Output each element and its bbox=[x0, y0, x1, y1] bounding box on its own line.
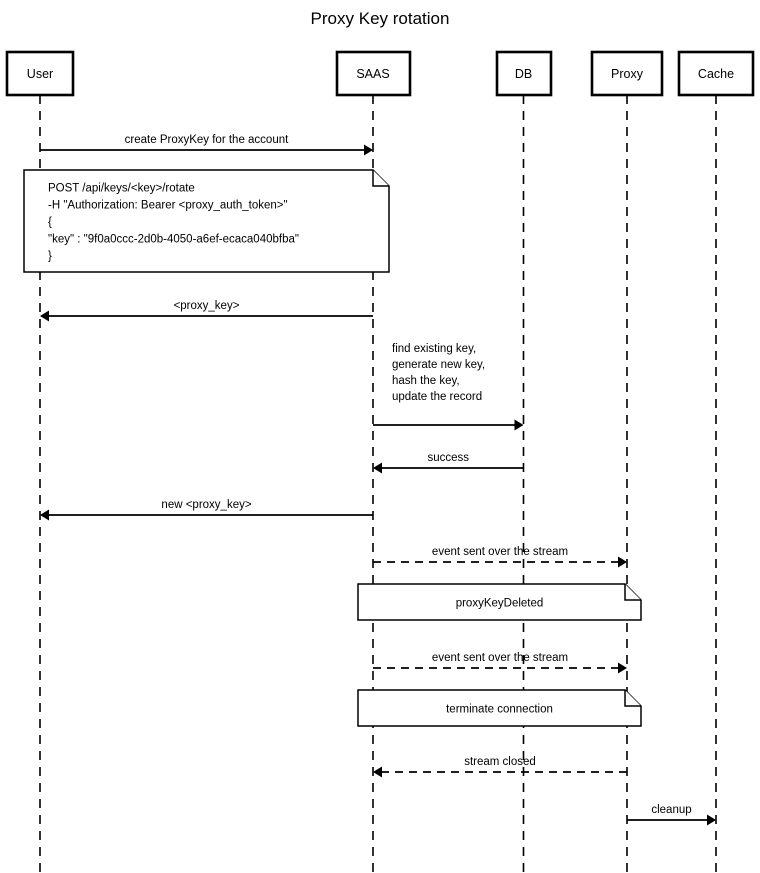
note-note-request: POST /api/keys/<key>/rotate -H "Authoriza… bbox=[23, 169, 390, 273]
message-m3[interactable] bbox=[373, 419, 524, 431]
page-title: Proxy Key rotation bbox=[311, 9, 450, 28]
self-message-line: update the record bbox=[392, 391, 482, 403]
self-message-line: generate new key, bbox=[392, 359, 485, 371]
message-label-m1: create ProxyKey for the account bbox=[125, 134, 289, 146]
participant-box-db bbox=[495, 50, 553, 97]
arrowhead-m5 bbox=[40, 509, 49, 521]
note-line: terminate connection bbox=[446, 704, 553, 716]
participant-cache[interactable]: Cache bbox=[677, 50, 755, 97]
self-message-saas-internal: find existing key, generate new key, hash … bbox=[392, 343, 485, 403]
message-label-m5: new <proxy_key> bbox=[161, 499, 251, 511]
participants-group: User SAAS DB Proxy Cache bbox=[5, 50, 755, 97]
participant-box-user bbox=[5, 50, 75, 97]
arrowhead-m8 bbox=[373, 766, 382, 778]
arrowhead-m3 bbox=[514, 419, 524, 431]
message-m1[interactable]: create ProxyKey for the account bbox=[40, 134, 373, 156]
message-m5[interactable]: new <proxy_key> bbox=[40, 499, 373, 521]
note-line: { bbox=[48, 217, 52, 229]
note-line: "key" : "9f0a0ccc-2d0b-4050-a6ef-ecaca04… bbox=[48, 234, 299, 246]
note-note-proxy-key-deleted: proxyKeyDeleted bbox=[357, 583, 642, 621]
self-message-group: find existing key, generate new key, hash … bbox=[392, 343, 485, 403]
participant-box-saas bbox=[335, 50, 412, 97]
participant-user[interactable]: User bbox=[5, 50, 75, 97]
arrowhead-m1 bbox=[364, 144, 373, 156]
message-m9[interactable]: cleanup bbox=[627, 804, 716, 826]
participant-label-user: User bbox=[27, 67, 53, 81]
note-line: -H "Authorization: Bearer <proxy_auth_to… bbox=[48, 200, 288, 212]
arrowhead-m9 bbox=[707, 814, 716, 826]
messages-group: create ProxyKey for the account <proxy_ke… bbox=[40, 134, 716, 826]
message-label-m4: success bbox=[427, 452, 469, 464]
arrowhead-m7 bbox=[618, 662, 627, 674]
arrowhead-m2 bbox=[40, 310, 49, 322]
self-message-line: find existing key, bbox=[392, 343, 476, 355]
note-body-note-proxy-key-deleted bbox=[357, 583, 642, 621]
self-message-line: hash the key, bbox=[392, 375, 460, 387]
message-m2[interactable]: <proxy_key> bbox=[40, 300, 373, 322]
message-m8[interactable]: stream closed bbox=[373, 756, 627, 778]
note-body-note-request bbox=[23, 169, 390, 273]
participant-label-proxy: Proxy bbox=[611, 67, 644, 81]
note-line: POST /api/keys/<key>/rotate bbox=[48, 183, 195, 195]
message-label-m7: event sent over the stream bbox=[432, 652, 568, 664]
participant-box-proxy bbox=[590, 50, 664, 97]
note-body-note-terminate-connection bbox=[357, 689, 642, 727]
note-line: proxyKeyDeleted bbox=[456, 598, 544, 610]
participant-label-saas: SAAS bbox=[356, 67, 389, 81]
message-m7[interactable]: event sent over the stream bbox=[373, 652, 627, 674]
message-label-m6: event sent over the stream bbox=[432, 546, 568, 558]
arrowhead-m4 bbox=[373, 462, 382, 474]
note-line: } bbox=[48, 251, 52, 263]
message-label-m2: <proxy_key> bbox=[174, 300, 240, 312]
participant-db[interactable]: DB bbox=[495, 50, 553, 97]
notes-group: POST /api/keys/<key>/rotate -H "Authoriza… bbox=[23, 169, 642, 727]
note-fold-corner-note-terminate-connection bbox=[624, 690, 641, 707]
note-fold-corner-note-request bbox=[372, 170, 389, 187]
message-label-m9: cleanup bbox=[651, 804, 691, 816]
message-m6[interactable]: event sent over the stream bbox=[373, 546, 627, 568]
participant-proxy[interactable]: Proxy bbox=[590, 50, 664, 97]
note-note-terminate-connection: terminate connection bbox=[357, 689, 642, 727]
note-fold-corner-note-proxy-key-deleted bbox=[624, 584, 641, 601]
arrowhead-m6 bbox=[618, 556, 627, 568]
message-label-m8: stream closed bbox=[464, 756, 536, 768]
message-m4[interactable]: success bbox=[373, 452, 524, 474]
participant-label-cache: Cache bbox=[698, 67, 734, 81]
participant-box-cache bbox=[677, 50, 755, 97]
participant-saas[interactable]: SAAS bbox=[335, 50, 412, 97]
participant-label-db: DB bbox=[515, 67, 532, 81]
